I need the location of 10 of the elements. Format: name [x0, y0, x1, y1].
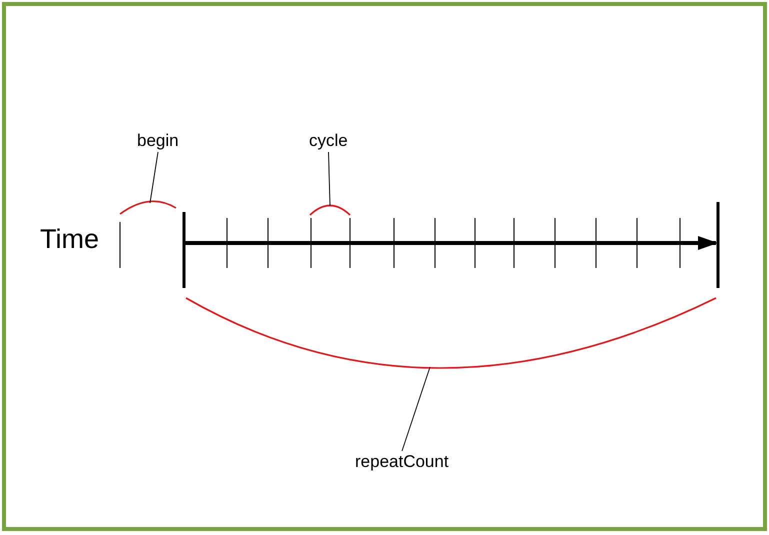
span-arc — [309, 204, 351, 216]
callout-label: cycle — [309, 131, 348, 151]
callout-label: repeatCount — [355, 452, 449, 472]
span-arc — [186, 297, 716, 369]
callout-label: begin — [137, 131, 179, 151]
leader-line — [328, 152, 330, 206]
leader-line — [150, 152, 158, 204]
axis-title: Time — [40, 224, 99, 254]
span-arc — [120, 200, 176, 215]
leader-line — [402, 366, 430, 452]
